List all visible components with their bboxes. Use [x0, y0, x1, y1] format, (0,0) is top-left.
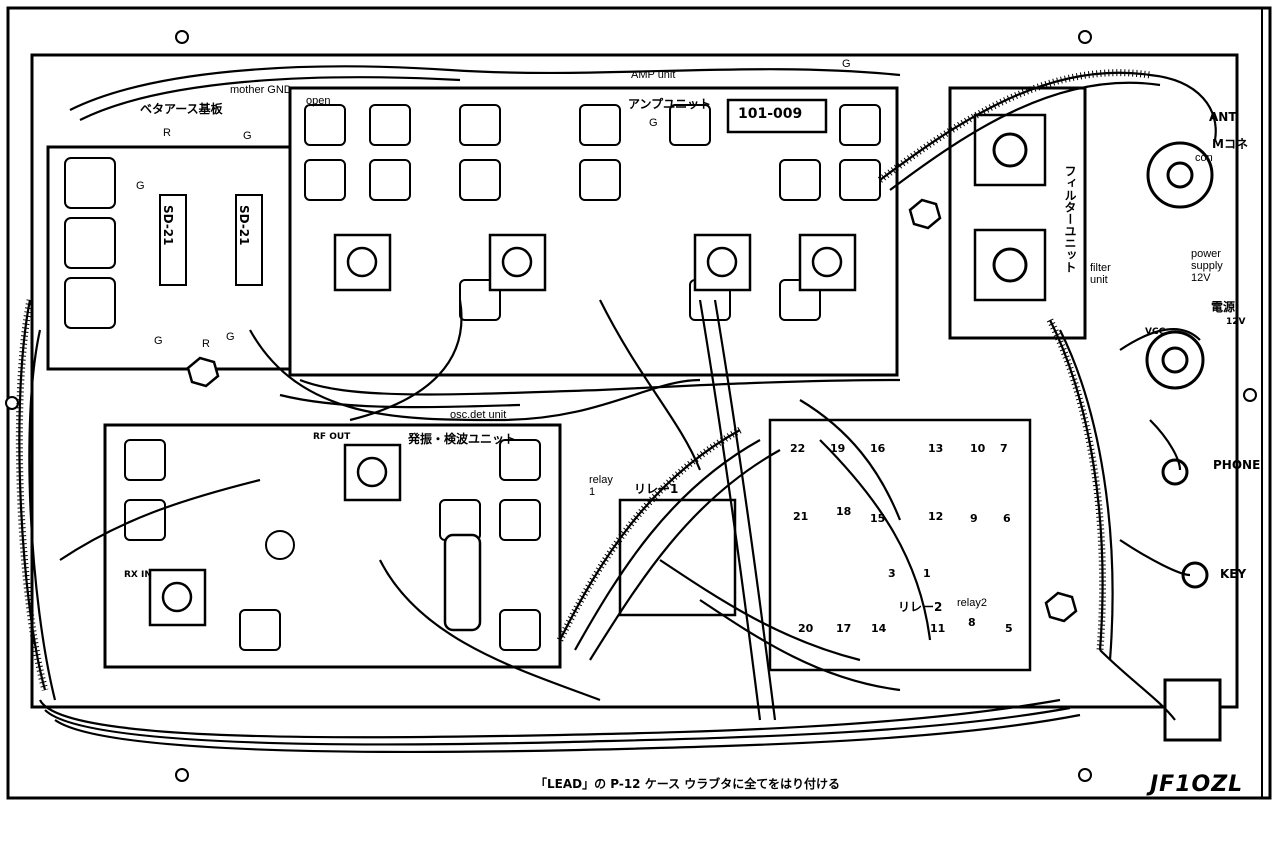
- relay2-pin: 5: [1005, 622, 1013, 635]
- filter-unit-jp-label: フィルターユニット: [1063, 165, 1077, 273]
- con-label: con: [1195, 152, 1213, 164]
- relay2-pin: 12: [928, 510, 944, 523]
- vcc-label: VCC: [1145, 327, 1166, 337]
- filter-unit-label: filter unit: [1090, 262, 1111, 287]
- mounting-holes: [5, 30, 1257, 782]
- osc-det-unit-label: osc.det unit: [450, 409, 507, 421]
- relay2-pin: 8: [968, 616, 976, 629]
- g-mid-label: G: [649, 117, 658, 129]
- unit-code-label: 101-009: [738, 106, 803, 122]
- g-top-label: G: [842, 58, 851, 70]
- rf-out-label: RF OUT: [313, 432, 351, 442]
- power-jp-label: 電源: [1211, 300, 1236, 314]
- relay2-pin: 11: [930, 622, 946, 635]
- relay2-block: [768, 418, 1032, 672]
- relay2-pin: 17: [836, 622, 852, 635]
- ic-2-label: SD-21: [237, 205, 251, 246]
- hex-nuts: [186, 198, 1078, 623]
- relay2-pin: 22: [790, 442, 806, 455]
- ic-1-label: SD-21: [161, 205, 175, 246]
- power-12v-label: 12V: [1226, 317, 1246, 327]
- osc-det-unit-board: [103, 423, 562, 669]
- rx-in-label: RX IN: [124, 570, 152, 580]
- ant-label: ANT: [1209, 110, 1237, 124]
- osc-det-jp-label: 発振・検波ユニット: [408, 432, 517, 446]
- amp-unit-board: [288, 86, 899, 377]
- relay1-label: relay 1: [589, 474, 613, 499]
- phone-label: PHONE: [1213, 458, 1261, 472]
- relay2-pin: 16: [870, 442, 886, 455]
- shielded-cables: [15, 69, 1151, 691]
- relay1-block: [618, 498, 737, 617]
- filter-unit-board: [948, 86, 1087, 340]
- relay2-pin: 14: [871, 622, 887, 635]
- amp-unit-jp-label: アンプユニット: [628, 97, 712, 111]
- relay2-pin: 1: [923, 567, 931, 580]
- key-label: KEY: [1220, 567, 1247, 581]
- mother-gnd-board: [46, 145, 292, 371]
- relay2-pin: 7: [1000, 442, 1008, 455]
- power-supply-label: power supply 12V: [1191, 248, 1223, 285]
- signature: JF1OZL: [1150, 772, 1244, 797]
- relay2-pin: 15: [870, 512, 886, 525]
- relay2-jp-label: リレー2: [898, 600, 943, 614]
- r-left-label-2: R: [202, 338, 210, 350]
- m-conn-label: Mコネ: [1212, 137, 1248, 151]
- relay2-pin: 20: [798, 622, 814, 635]
- relay2-pin: 21: [793, 510, 809, 523]
- amp-transformers: [333, 233, 857, 292]
- amp-unit-label: AMP unit: [631, 69, 676, 81]
- open-label: open: [306, 95, 331, 107]
- r-left-label-1: R: [163, 127, 171, 139]
- relay2-pin: 10: [970, 442, 986, 455]
- mother-gnd-label: mother GND: [230, 84, 292, 96]
- g-left-label-3: G: [154, 335, 163, 347]
- relay1-jp-label: リレー1: [634, 482, 679, 496]
- relay2-pin: 13: [928, 442, 944, 455]
- relay2-pin: 3: [888, 567, 896, 580]
- g-left-label-2: G: [136, 180, 145, 192]
- amp-ic-block: [726, 98, 828, 134]
- connectors: [1145, 141, 1222, 742]
- mother-board-jp-label: ベタアース基板: [140, 102, 223, 116]
- relay2-pin: 19: [830, 442, 846, 455]
- bottom-note: 「LEAD」の P-12 ケース ウラブタに全てをはり付ける: [535, 777, 841, 791]
- relay2-pin: 6: [1003, 512, 1011, 525]
- relay2-pin: 18: [836, 505, 852, 518]
- g-bot-label-1: G: [226, 331, 235, 343]
- relay2-pin: 9: [970, 512, 978, 525]
- g-left-label-1: G: [243, 130, 252, 142]
- relay2-label: relay2: [957, 597, 987, 609]
